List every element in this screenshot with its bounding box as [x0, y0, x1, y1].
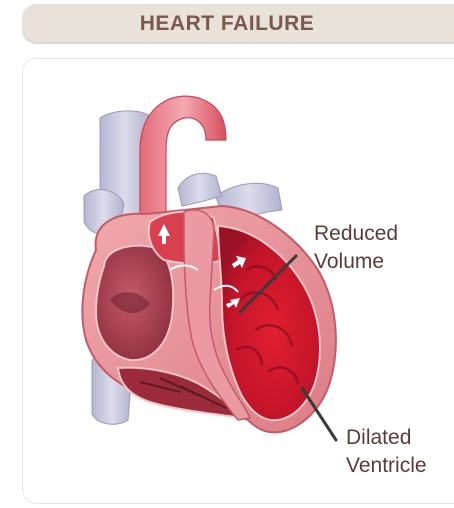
label-reduced-line2: Volume — [314, 248, 398, 276]
right-atrium — [96, 246, 173, 360]
label-dilated-line2: Ventricle — [346, 452, 427, 480]
label-reduced-volume: Reduced Volume — [314, 220, 398, 276]
label-dilated-ventricle: Dilated Ventricle — [346, 424, 427, 480]
label-reduced-line1: Reduced — [314, 220, 398, 248]
label-dilated-line1: Dilated — [346, 424, 427, 452]
